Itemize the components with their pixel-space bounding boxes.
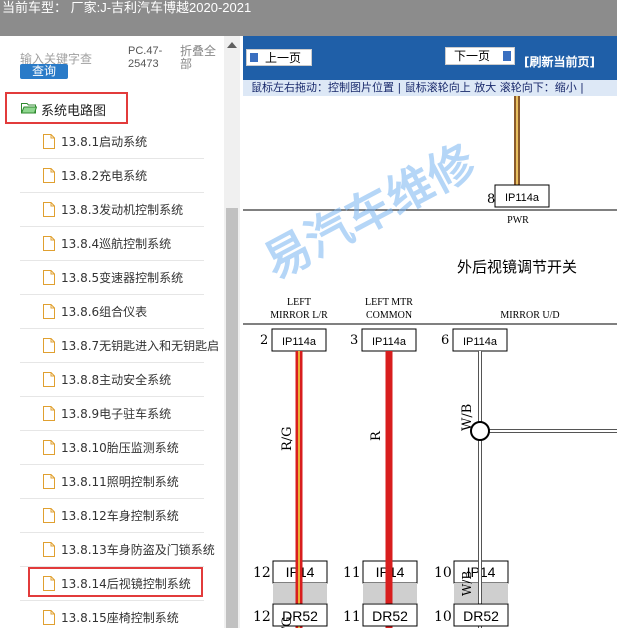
document-icon: [43, 338, 55, 353]
pin-6: 6: [441, 333, 449, 348]
connector-pin-6: IP114a: [463, 336, 498, 348]
wire-label-r: R: [369, 430, 384, 441]
tree-root-folder[interactable]: 系统电路图: [5, 92, 128, 124]
wiring-diagram[interactable]: 8 IP114a PWR 外后视镜调节开关 LEFT MIRROR L/R LE…: [243, 96, 617, 628]
col1-label-1: LEFT: [287, 297, 311, 308]
wire-label-rg-bottom: R/G: [280, 616, 295, 628]
pin-top: 8: [487, 192, 495, 207]
tree-item[interactable]: 13.8.3发动机控制系统: [20, 193, 204, 227]
tree-item[interactable]: 13.8.10胎压监测系统: [20, 431, 204, 465]
pin-2: 2: [260, 333, 268, 348]
connector-pin-3: IP114a: [372, 336, 407, 348]
low-pin-10: 10: [434, 609, 452, 625]
document-icon: [43, 236, 55, 251]
tree-item-label: 13.8.2充电系统: [61, 169, 148, 183]
tree-item-label: 13.8.9电子驻车系统: [61, 407, 172, 421]
document-icon: [43, 304, 55, 319]
search-button[interactable]: 查询: [20, 64, 68, 79]
document-icon: [43, 474, 55, 489]
tree-item-label: 13.8.15座椅控制系统: [61, 611, 179, 625]
tree-item[interactable]: 13.8.14后视镜控制系统: [20, 567, 204, 601]
connector-top: IP114a: [505, 192, 540, 204]
next-page-button[interactable]: 下一页: [445, 47, 515, 65]
document-icon: [43, 270, 55, 285]
refresh-page-link[interactable]: [刷新当前页]: [524, 55, 595, 69]
switch-title: 外后视镜调节开关: [457, 258, 577, 276]
tree-item-label: 13.8.7无钥匙进入和无钥匙启: [61, 339, 220, 353]
document-icon: [43, 134, 55, 149]
usage-hint: 鼠标左右拖动：控制图片位置 | 鼠标滚轮向上 放大 滚轮向下：缩小 |: [243, 80, 617, 96]
tree-item[interactable]: 13.8.2充电系统: [20, 159, 204, 193]
document-icon: [43, 168, 55, 183]
tree-item[interactable]: 13.8.13车身防盗及门锁系统: [20, 533, 215, 567]
document-icon: [43, 372, 55, 387]
connector-dr52-3: DR52: [463, 608, 499, 624]
sidebar: 输入关键字查 查询 PC.47-25473 折叠全部 系统电路图 13.8.1启…: [0, 36, 243, 628]
next-page-label: 下一页: [454, 49, 491, 63]
wire-label-wb-lower: W/B: [460, 571, 474, 596]
col2-label-2: COMMON: [366, 310, 412, 321]
collapse-all-link[interactable]: 折叠全部: [180, 44, 217, 71]
tree-item[interactable]: 13.8.6组合仪表: [20, 295, 204, 329]
page-title: 当前车型： 厂家:J-吉利汽车博越2020-2021: [2, 0, 252, 15]
tree-item[interactable]: 13.8.12车身控制系统: [20, 499, 204, 533]
mid-pin-12: 12: [253, 565, 271, 581]
pc-id-label: PC.47-25473: [128, 45, 163, 70]
prev-page-button[interactable]: 上一页: [246, 49, 312, 66]
tree-item[interactable]: 13.8.9电子驻车系统: [20, 397, 204, 431]
col2-label-1: LEFT MTR: [365, 297, 413, 308]
document-icon: [43, 440, 55, 455]
low-pin-12: 12: [253, 609, 271, 625]
tree-item[interactable]: 13.8.5变速器控制系统: [20, 261, 204, 295]
folder-open-icon: [21, 103, 37, 114]
scrollbar-thumb[interactable]: [226, 208, 238, 628]
tree-item-label: 13.8.8主动安全系统: [61, 373, 172, 387]
diagram-viewer: 上一页 下一页 [刷新当前页] 鼠标左右拖动：控制图片位置 | 鼠标滚轮向上 放…: [243, 36, 617, 628]
arrow-right-icon: [503, 51, 511, 61]
document-icon: [43, 202, 55, 217]
tree-item[interactable]: 13.8.1启动系统: [20, 125, 204, 159]
connector-dr52-1: DR52: [282, 608, 318, 624]
selected-item-highlight: [28, 567, 203, 597]
tree-item[interactable]: 13.8.11照明控制系统: [20, 465, 204, 499]
prev-page-label: 上一页: [265, 51, 302, 65]
document-icon: [43, 508, 55, 523]
tree-item-label: 13.8.10胎压监测系统: [61, 441, 179, 455]
pwr-label: PWR: [507, 215, 529, 226]
tree-root-label: 系统电路图: [41, 104, 107, 119]
connector-pin-2: IP114a: [282, 336, 317, 348]
tree-item-label: 13.8.1启动系统: [61, 135, 148, 149]
tree-item[interactable]: 13.8.15座椅控制系统: [20, 601, 204, 628]
pin-3: 3: [350, 333, 358, 348]
viewer-toolbar: 上一页 下一页 [刷新当前页]: [243, 36, 617, 80]
wire-label-rg: R/G: [280, 426, 295, 451]
scroll-up-arrow-icon[interactable]: [227, 42, 237, 48]
tree-item-label: 13.8.13车身防盗及门锁系统: [61, 543, 215, 557]
col3-label: MIRROR U/D: [500, 310, 559, 321]
document-icon: [43, 576, 55, 591]
connector-dr52-2: DR52: [372, 608, 408, 624]
mid-pin-10: 10: [434, 565, 452, 581]
tree-item[interactable]: 13.8.8主动安全系统: [20, 363, 204, 397]
tree-item-label: 13.8.6组合仪表: [61, 305, 148, 319]
document-icon: [43, 610, 55, 625]
tree-item[interactable]: 13.8.4巡航控制系统: [20, 227, 204, 261]
wire-label-wb: W/B: [460, 404, 475, 431]
mid-pin-11: 11: [343, 565, 361, 581]
tree-item[interactable]: 13.8.7无钥匙进入和无钥匙启: [20, 329, 219, 363]
tree-item-label: 13.8.11照明控制系统: [61, 475, 179, 489]
tree-item-label: 13.8.14后视镜控制系统: [61, 577, 191, 591]
document-icon: [43, 406, 55, 421]
tree-item-label: 13.8.12车身控制系统: [61, 509, 179, 523]
col1-label-2: MIRROR L/R: [270, 310, 328, 321]
title-bar: 当前车型： 厂家:J-吉利汽车博越2020-2021: [0, 0, 617, 36]
tree-item-label: 13.8.3发动机控制系统: [61, 203, 184, 217]
document-icon: [43, 542, 55, 557]
tree-item-label: 13.8.4巡航控制系统: [61, 237, 172, 251]
low-pin-11: 11: [343, 609, 361, 625]
tree-item-label: 13.8.5变速器控制系统: [61, 271, 184, 285]
search-input[interactable]: 输入关键字查: [20, 52, 93, 66]
arrow-left-icon: [250, 53, 258, 62]
